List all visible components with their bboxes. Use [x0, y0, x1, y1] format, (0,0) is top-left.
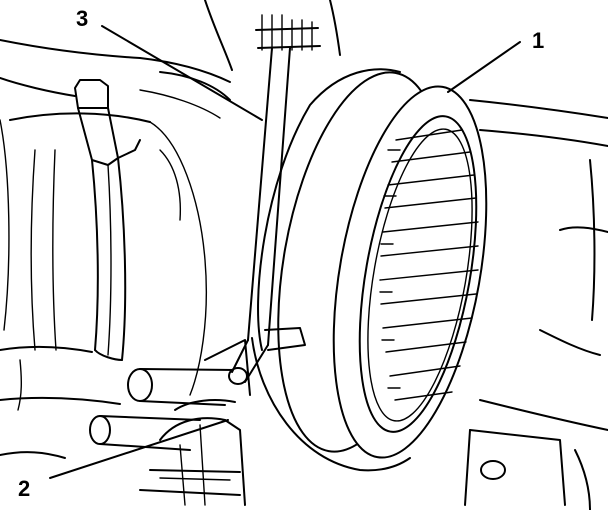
transmission-housing	[0, 39, 608, 510]
leader-line-2	[49, 419, 229, 479]
callout-label-3: 3	[76, 6, 88, 31]
callout-label-1: 1	[532, 28, 544, 53]
callout-label-2: 2	[18, 476, 30, 501]
gear-cylinder	[9, 112, 208, 396]
leader-line-1	[447, 41, 521, 93]
detent-assembly	[204, 0, 341, 385]
shift-rails	[89, 368, 241, 496]
leader-line-3	[101, 25, 263, 121]
sleeve-splines	[379, 129, 479, 401]
shift-fork	[74, 79, 141, 361]
interlock-bracket	[159, 339, 251, 506]
synchronizer-sleeve	[251, 68, 488, 472]
callout-leaders	[49, 25, 521, 479]
